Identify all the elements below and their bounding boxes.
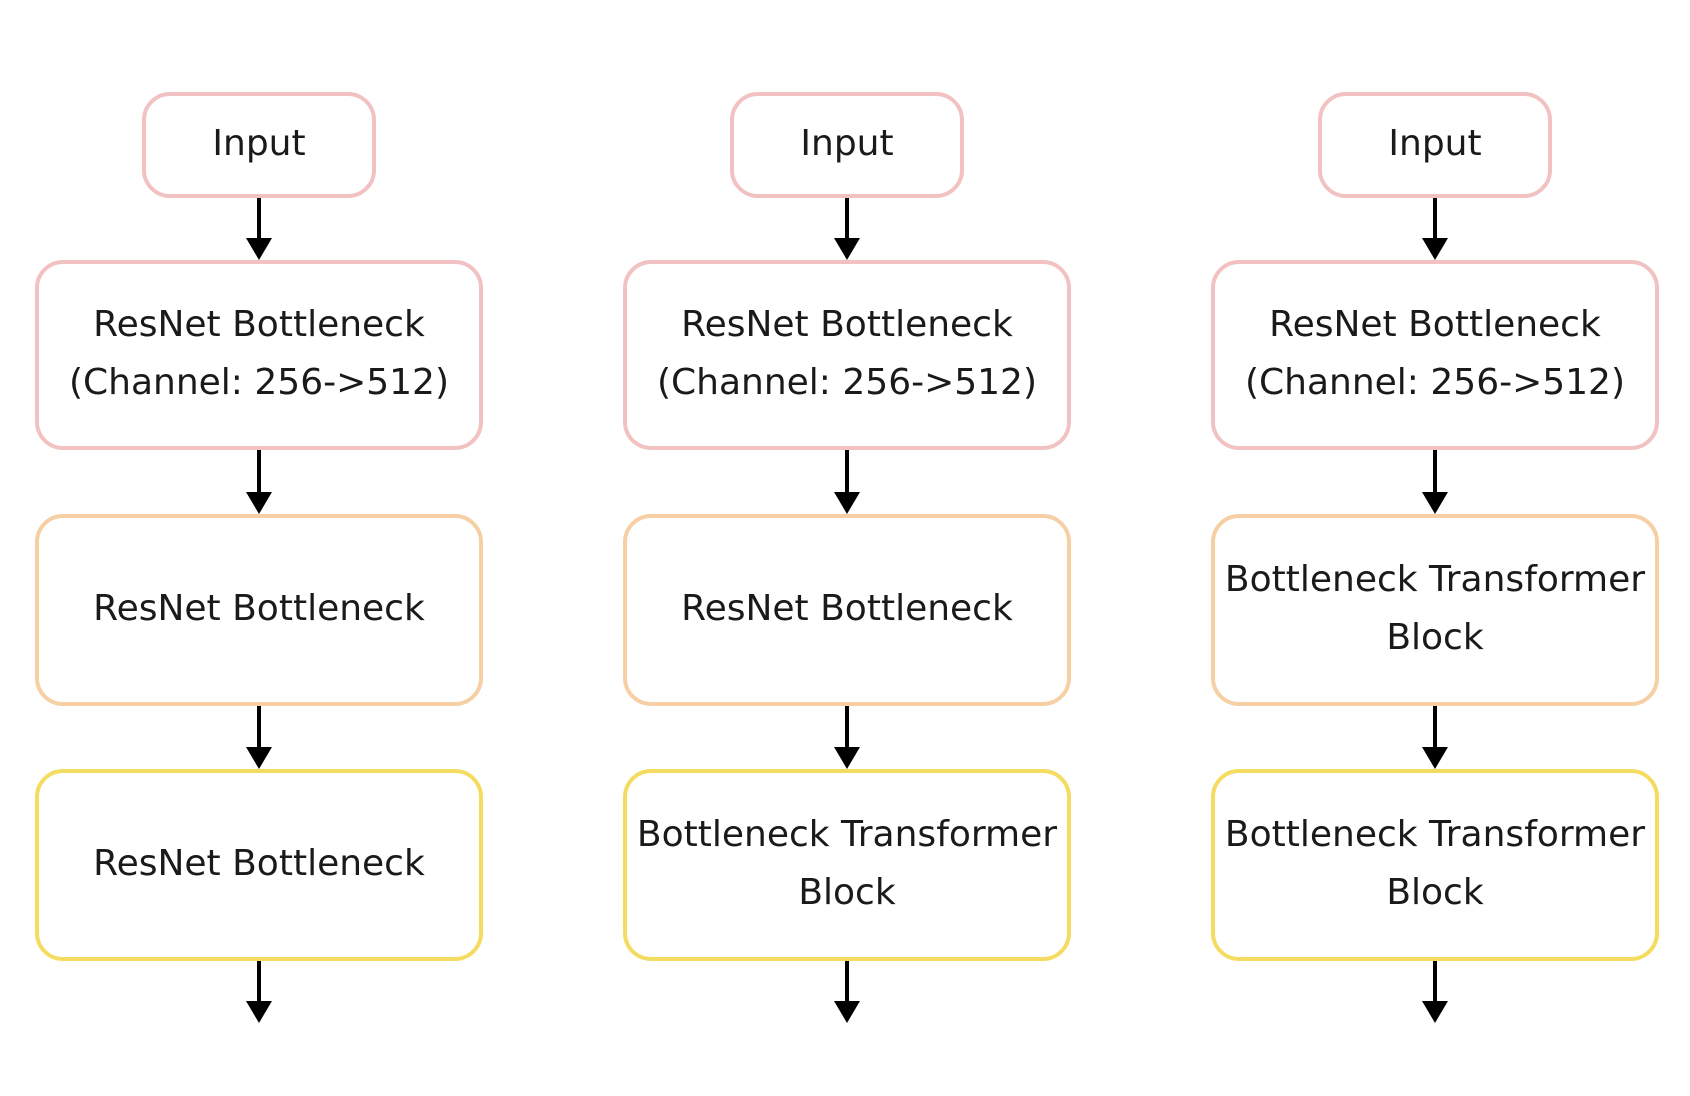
- node-label: Block: [1386, 872, 1484, 913]
- node-box: [730, 92, 964, 198]
- block-node: ResNet Bottleneck: [623, 514, 1071, 706]
- flow-arrow-head: [834, 492, 860, 514]
- node-label: ResNet Bottleneck: [681, 588, 1013, 629]
- node-label: Block: [798, 872, 896, 913]
- block-node: ResNet Bottleneck: [35, 769, 483, 961]
- node-label: ResNet Bottleneck: [681, 304, 1013, 345]
- flow-arrow-head: [246, 747, 272, 769]
- node-label: ResNet Bottleneck: [93, 304, 425, 345]
- node-label: Bottleneck Transformer: [1225, 559, 1645, 600]
- node-box: [35, 769, 483, 961]
- node-label: (Channel: 256->512): [1245, 362, 1625, 403]
- node-label: ResNet Bottleneck: [93, 843, 425, 884]
- node-label: Input: [1388, 123, 1481, 164]
- block-node: ResNet Bottleneck (Channel: 256->512): [1211, 260, 1659, 450]
- input-node: Input: [1318, 92, 1552, 198]
- node-label: Block: [1386, 617, 1484, 658]
- flow-arrow-head: [246, 492, 272, 514]
- input-node: Input: [142, 92, 376, 198]
- flow-arrow-head: [246, 238, 272, 260]
- node-box: [142, 92, 376, 198]
- block-node: ResNet Bottleneck: [35, 514, 483, 706]
- node-label: (Channel: 256->512): [657, 362, 1037, 403]
- node-label: ResNet Bottleneck: [93, 588, 425, 629]
- node-box: [35, 260, 483, 450]
- node-label: Input: [800, 123, 893, 164]
- flow-arrow-head: [1422, 747, 1448, 769]
- node-label: Input: [212, 123, 305, 164]
- node-box: [1211, 260, 1659, 450]
- node-box: [623, 260, 1071, 450]
- flow-arrow-head: [1422, 238, 1448, 260]
- block-node: ResNet Bottleneck (Channel: 256->512): [623, 260, 1071, 450]
- node-box: [623, 514, 1071, 706]
- node-label: (Channel: 256->512): [69, 362, 449, 403]
- flow-arrow-head: [834, 238, 860, 260]
- node-label: ResNet Bottleneck: [1269, 304, 1601, 345]
- flow-arrow-head: [1422, 1001, 1448, 1023]
- node-box: [35, 514, 483, 706]
- flow-arrow-head: [246, 1001, 272, 1023]
- node-label: Bottleneck Transformer: [1225, 814, 1645, 855]
- node-box: [1211, 514, 1659, 706]
- flow-arrow-head: [1422, 492, 1448, 514]
- node-box: [623, 769, 1071, 961]
- node-box: [1211, 769, 1659, 961]
- node-label: Bottleneck Transformer: [637, 814, 1057, 855]
- flow-arrow-head: [834, 747, 860, 769]
- node-box: [1318, 92, 1552, 198]
- input-node: Input: [730, 92, 964, 198]
- block-node: ResNet Bottleneck (Channel: 256->512): [35, 260, 483, 450]
- flow-arrow-head: [834, 1001, 860, 1023]
